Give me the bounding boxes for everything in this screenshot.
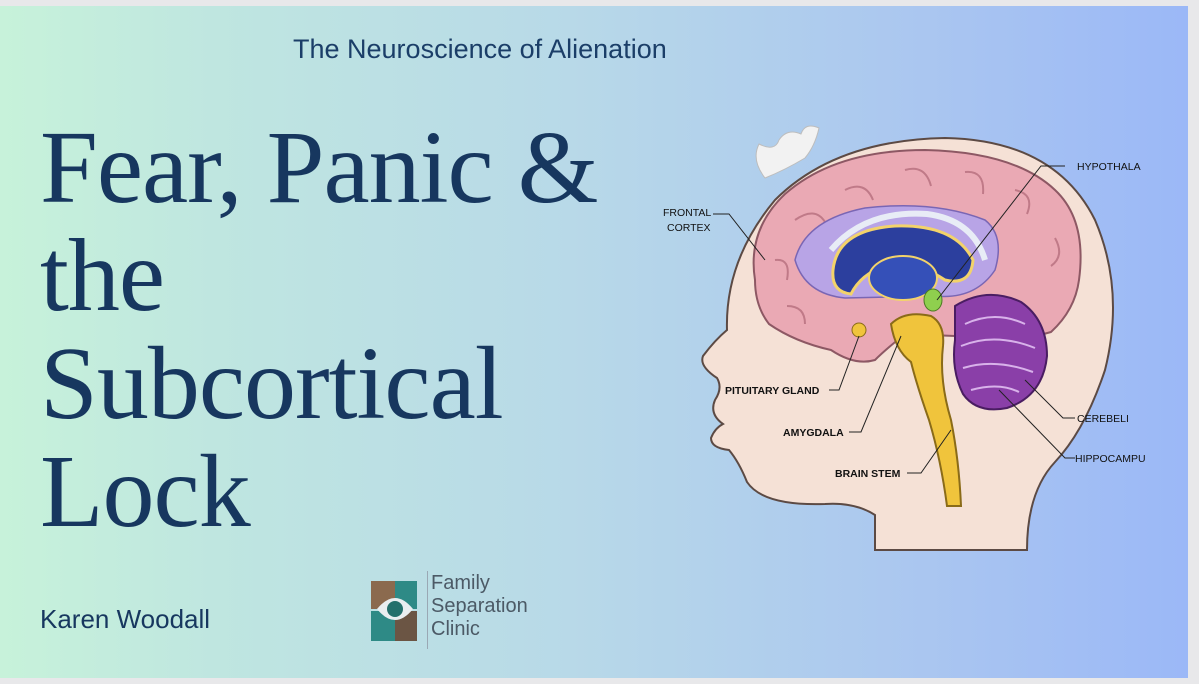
logo-text-line: Clinic [431,618,480,640]
thalamus [868,255,938,301]
title-line: Lock [40,434,251,549]
logo-text-line: Family [431,572,490,594]
label-brain-stem: BRAIN STEM [835,468,901,480]
clinic-logo: Family Separation Clinic [369,569,549,649]
cortex-gyri [774,167,1061,325]
label-amygdala: AMYGDALA [783,427,844,439]
label-frontal-cortex-2: CORTEX [667,222,711,234]
brain-stem [889,313,963,507]
logo-text: Family Separation Clinic [431,572,528,641]
label-hippocampus: HIPPOCAMPU [1075,453,1146,465]
hair-tuft [755,125,820,179]
author-name: Karen Woodall [40,604,211,634]
diagram-labels [713,165,1075,474]
logo-divider [427,571,428,649]
slide-subtitle: The Neuroscience of Alienation [293,34,667,64]
brain-diagram: FRONTAL CORTEX HYPOTHALA PITUITARY GLAND… [663,125,1146,551]
cerebellum-folia [960,316,1036,393]
title-line: Subcortical [40,326,504,441]
slide: The Neuroscience of Alienation Fear, Pan… [0,6,1188,678]
pituitary-gland [851,322,867,338]
title-line: the [40,218,165,333]
logo-mark-icon [371,581,417,641]
label-frontal-cortex-1: FRONTAL [663,207,711,219]
label-cerebellum: CEREBELI [1077,413,1129,425]
label-pituitary-gland: PITUITARY GLAND [725,385,820,397]
slide-title: Fear, Panic & the Subcortical Lock [40,114,680,546]
hypothalamus [923,288,943,312]
logo-text-line: Separation [431,595,528,617]
title-line: Fear, Panic & [40,110,599,225]
corpus-callosum [828,210,988,261]
label-hypothalamus: HYPOTHALA [1077,161,1141,173]
